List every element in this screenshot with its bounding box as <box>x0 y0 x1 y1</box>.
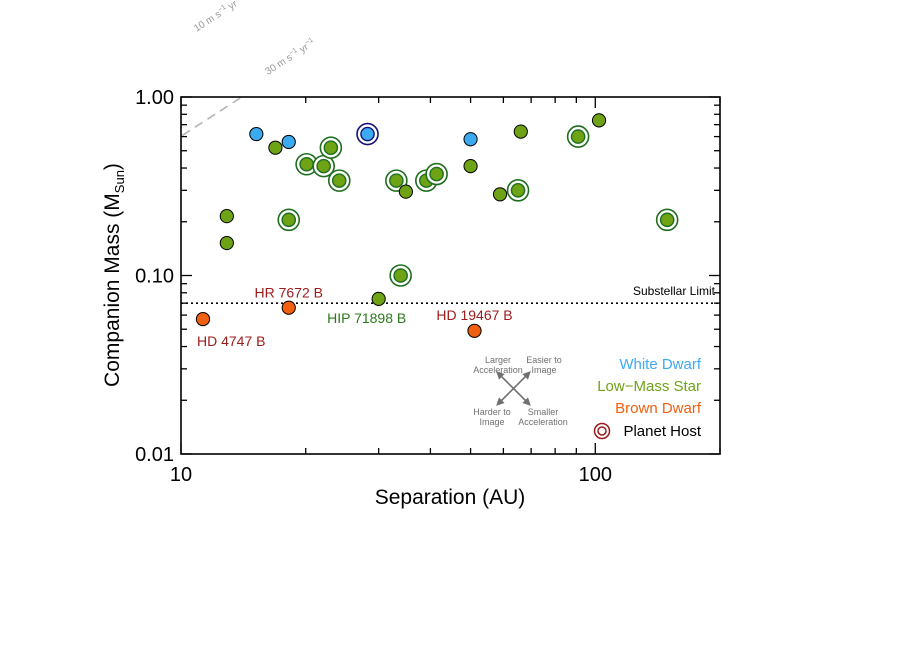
point-marker <box>393 268 408 283</box>
data-point <box>277 208 301 232</box>
legend-low-mass-star: Low−Mass Star <box>597 378 701 395</box>
point-label-2: HIP 71898 B <box>327 310 406 326</box>
y-axis-title-sub: Sun <box>112 170 127 193</box>
data-point <box>195 311 211 327</box>
point-marker <box>513 124 528 139</box>
legend-planet-host-ring-icon <box>593 422 611 440</box>
data-point <box>655 208 679 232</box>
point-marker <box>249 126 264 142</box>
point-marker <box>281 212 297 228</box>
data-point <box>389 264 412 287</box>
point-marker <box>570 129 586 144</box>
legend-planet-host: Planet Host <box>623 423 701 440</box>
inset-top-right-2: Image <box>531 365 556 375</box>
point-marker <box>323 140 339 155</box>
point-marker <box>429 166 444 182</box>
data-point <box>463 132 478 147</box>
legend-brown-dwarf: Brown Dwarf <box>615 400 702 417</box>
inset-bottom-right-2: Acceleration <box>518 417 568 427</box>
y-tick-label-0: 0.01 <box>135 444 174 466</box>
point-marker <box>219 209 234 224</box>
data-point <box>463 159 478 174</box>
data-point <box>319 136 343 159</box>
data-point <box>492 187 508 202</box>
data-point <box>219 235 234 251</box>
point-marker <box>281 134 296 150</box>
acceleration-inset: Larger Acceleration Easier to Image Hard… <box>473 355 568 427</box>
y-tick-label-1: 0.10 <box>135 266 174 288</box>
legend-white-dwarf: White Dwarf <box>619 356 702 373</box>
inset-arrow-diagonal-down <box>496 371 531 406</box>
data-point <box>249 126 264 142</box>
point-label-1: HR 7672 B <box>255 285 323 301</box>
point-marker <box>389 173 404 188</box>
rv-line-labels: 30 m s−1 yr−110 m s−1 yr−13 m s−1 yr−11 … <box>192 0 318 78</box>
data-point <box>312 154 335 178</box>
y-axis-title-close: ) <box>101 163 124 170</box>
inset-bottom-left-2: Image <box>479 417 504 427</box>
x-axis-title: Separation (AU) <box>375 486 526 509</box>
inset-bottom-right-1: Smaller <box>528 407 559 417</box>
point-marker <box>219 235 234 251</box>
point-marker <box>492 187 508 202</box>
point-marker <box>281 300 296 315</box>
substellar-limit-label: Substellar Limit <box>633 284 716 298</box>
data-point <box>425 162 448 186</box>
point-marker <box>463 159 478 174</box>
rv-lines <box>56 0 844 138</box>
rv-line-label-1: 10 m s−1 yr−1 <box>192 0 247 35</box>
point-marker <box>268 140 283 155</box>
data-point <box>506 179 530 202</box>
inset-bottom-left-1: Harder to <box>473 407 511 417</box>
rv-line-0 <box>181 97 244 138</box>
data-point <box>281 300 296 315</box>
y-axis-title-main: Companion Mass (M <box>101 193 124 387</box>
rv-line-2 <box>56 0 844 35</box>
data-point <box>268 140 283 155</box>
point-marker <box>398 184 413 199</box>
x-tick-label-0: 10 <box>170 464 192 486</box>
axis-ticks <box>180 96 721 455</box>
data-point <box>513 124 528 139</box>
y-axis-title: Companion Mass (MSun) <box>101 163 127 387</box>
point-marker <box>360 126 375 142</box>
point-marker <box>467 323 482 338</box>
point-marker <box>195 311 211 327</box>
point-marker <box>659 212 675 228</box>
data-point <box>467 323 482 338</box>
data-point <box>591 113 607 128</box>
data-point <box>398 184 413 199</box>
x-tick-label-1: 100 <box>579 464 612 486</box>
point-label-0: HD 4747 B <box>197 333 265 349</box>
point-marker <box>591 113 607 128</box>
data-point <box>385 169 408 192</box>
axis-tick-labels: 10 100 0.01 0.10 1.00 <box>135 87 612 486</box>
data-point <box>219 209 234 224</box>
point-marker <box>299 156 314 172</box>
point-marker <box>331 173 347 188</box>
point-marker <box>510 183 526 198</box>
legend: White Dwarf Low−Mass Star Brown Dwarf Pl… <box>593 356 702 440</box>
inset-top-left-1: Larger <box>485 355 511 365</box>
point-marker <box>463 132 478 147</box>
point-marker <box>316 158 331 174</box>
data-point <box>281 134 296 150</box>
data-point <box>371 291 386 306</box>
data-point <box>566 125 590 148</box>
rv-line-1 <box>56 0 844 128</box>
data-point <box>356 122 379 146</box>
point-label-3: HD 19467 B <box>436 307 512 323</box>
point-marker <box>371 291 386 306</box>
inset-top-left-2: Acceleration <box>473 365 523 375</box>
y-tick-label-2: 1.00 <box>135 87 174 109</box>
inset-top-right-1: Easier to <box>526 355 562 365</box>
data-point <box>327 169 351 192</box>
data-points <box>195 113 679 338</box>
rv-line-label-0: 30 m s−1 yr−1 <box>263 37 318 78</box>
